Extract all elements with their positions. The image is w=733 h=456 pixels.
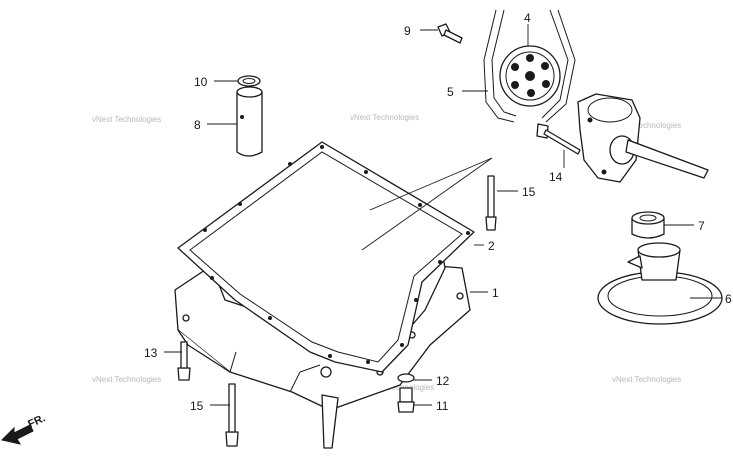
- o-ring: [237, 75, 261, 87]
- callout-15-lower: 15: [190, 399, 204, 413]
- watermark: vNext Technologies: [92, 375, 161, 384]
- callout-11: 11: [436, 399, 449, 413]
- oil-strainer-sleeve: [236, 86, 263, 157]
- front-direction-label: FR.: [26, 412, 47, 430]
- watermark: vNext Technologies: [612, 121, 681, 130]
- callout-9: 9: [404, 24, 411, 38]
- callout-12: 12: [436, 374, 450, 388]
- callout-14: 14: [549, 170, 563, 184]
- oil-strainer-collar: [631, 211, 665, 239]
- watermark: vNext Technologies: [92, 115, 161, 124]
- callout-6: 6: [725, 292, 732, 306]
- bolt-15-upper: [485, 175, 497, 231]
- drain-bolt: [397, 373, 415, 413]
- bolt-13: [177, 341, 191, 381]
- callout-15-upper: 15: [522, 185, 536, 199]
- callout-10: 10: [194, 75, 208, 89]
- callout-1: 1: [492, 286, 499, 300]
- watermark: vNext Technologies: [350, 113, 419, 122]
- bolt-14: [536, 123, 581, 155]
- callout-8: 8: [194, 118, 201, 132]
- front-direction-arrow: FR.: [1, 412, 47, 445]
- callout-13: 13: [144, 346, 158, 360]
- bolt-9: [437, 23, 463, 44]
- drive-chain: [483, 9, 576, 123]
- callout-2: 2: [488, 239, 495, 253]
- oil-strainer: [597, 242, 723, 325]
- bolt-15-lower: [225, 383, 239, 447]
- callout-7: 7: [698, 219, 705, 233]
- oil-pump: [577, 93, 709, 183]
- callout-4: 4: [524, 11, 531, 25]
- watermark: vNext Technologies: [612, 375, 681, 384]
- oil-pan-gasket: [177, 141, 475, 373]
- callout-labels: 1 2 4 5 6 7 8 9 10 11 12 13 14 15 15: [144, 11, 732, 413]
- leader-lines: [164, 24, 722, 406]
- oil-pump-sprocket: [499, 45, 561, 107]
- callout-5: 5: [447, 85, 454, 99]
